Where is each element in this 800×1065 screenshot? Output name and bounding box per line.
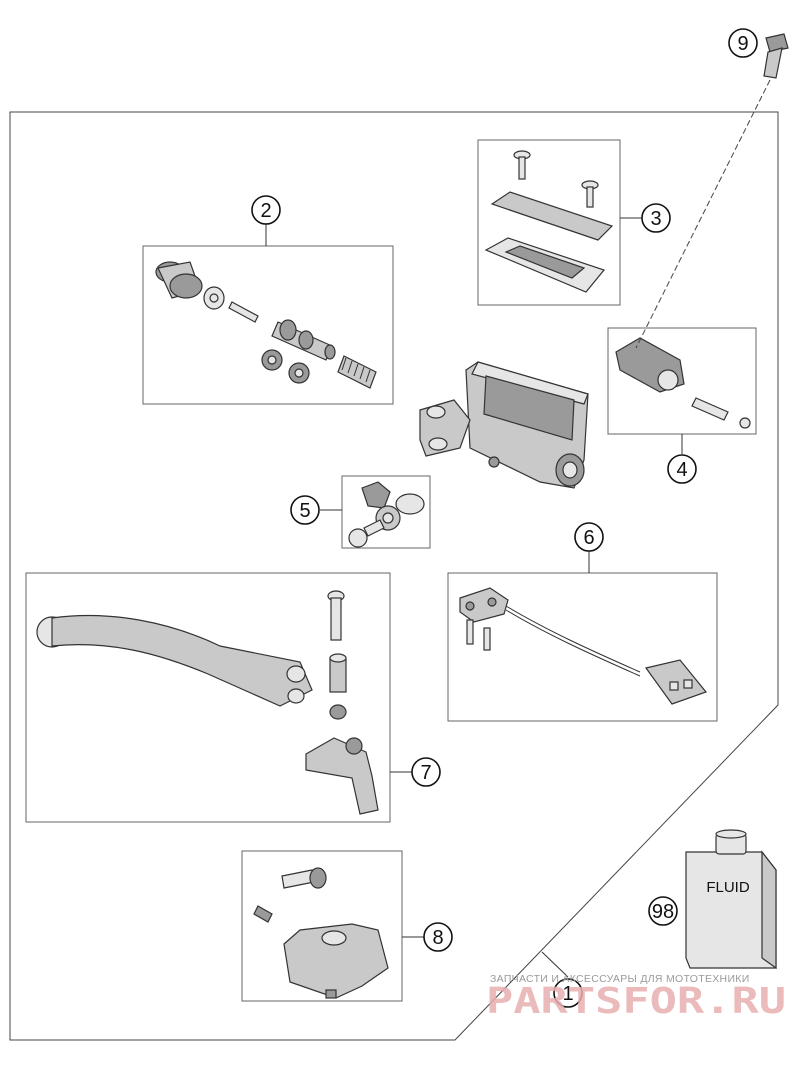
watermark-brand: PARTSFOR.RU — [486, 981, 786, 1022]
guard-body-part — [283, 923, 389, 999]
lever-nut-part — [329, 704, 347, 720]
cover-screw-part — [581, 180, 599, 208]
fluid-bottle-part — [685, 829, 777, 970]
svg-text:3: 3 — [650, 208, 661, 230]
assembly-frame — [9, 111, 779, 1041]
svg-text:5: 5 — [299, 500, 310, 522]
svg-text:9: 9 — [737, 33, 748, 55]
spring-part — [337, 355, 377, 389]
watermark: ЗАПЧАСТИ И АКСЕССУАРЫ ДЛЯ МОТОТЕХНИКИ PA… — [486, 973, 786, 1022]
adjuster-spring-part — [395, 493, 425, 515]
callout-7: 7 — [411, 757, 441, 787]
group-piston-kit: 2 — [142, 195, 394, 405]
switch-screw-part — [466, 619, 491, 651]
group-bolt: 9 — [635, 28, 789, 349]
box-adjuster — [341, 475, 431, 549]
push-rod-part — [228, 301, 259, 323]
lever-bushing-part — [329, 657, 347, 693]
guard-pin-part — [281, 867, 327, 889]
svg-text:4: 4 — [676, 459, 687, 481]
group-brake-lever: 7 — [25, 572, 441, 823]
lever-adjuster-part — [305, 737, 379, 815]
svg-text:1: 1 — [562, 983, 573, 1005]
callout-98: 98 — [648, 896, 678, 926]
pivot-pin-part — [691, 397, 729, 421]
cover-screw-part — [513, 150, 531, 180]
piston-part — [271, 319, 336, 361]
group-reservoir-cover: 3 — [477, 139, 671, 306]
svg-text:98: 98 — [652, 901, 674, 923]
group-assembly: 1 — [541, 951, 583, 1008]
adjuster-screw-part — [348, 519, 385, 548]
group-brake-fluid: FLUID 98 — [648, 829, 777, 970]
callout-3: 3 — [641, 203, 671, 233]
lever-bolt-part — [327, 590, 345, 641]
group-brake-switch: 6 — [447, 522, 718, 722]
pivot-clip-part — [739, 417, 751, 429]
fluid-label: FLUID — [706, 879, 750, 896]
reservoir-lid-part — [490, 191, 614, 241]
box-piston-kit — [142, 245, 394, 405]
callout-1: 1 — [553, 978, 583, 1008]
box-brake-switch — [447, 572, 718, 722]
box-lever-guard — [241, 850, 403, 1002]
callout-5: 5 — [290, 495, 320, 525]
master-cylinder-body-part — [419, 361, 589, 489]
lever-blade-part — [36, 614, 313, 707]
dust-boot-part — [155, 261, 203, 299]
svg-text:8: 8 — [432, 927, 443, 949]
switch-body-part — [459, 587, 509, 623]
adjuster-bracket-part — [361, 481, 391, 509]
watermark-caption: ЗАПЧАСТИ И АКСЕССУАРЫ ДЛЯ МОТОТЕХНИКИ — [490, 973, 750, 985]
callout-9: 9 — [728, 28, 758, 58]
switch-cable-part — [505, 605, 641, 673]
group-adjuster: 5 — [290, 475, 431, 549]
box-reservoir-cover — [477, 139, 621, 306]
box-brake-lever — [25, 572, 391, 823]
group-lever-guard: 8 — [241, 850, 453, 1002]
callout-2: 2 — [251, 195, 281, 225]
callout-4: 4 — [667, 454, 697, 484]
svg-text:2: 2 — [260, 200, 271, 222]
guard-spring-part — [253, 905, 273, 923]
svg-text:6: 6 — [583, 527, 594, 549]
svg-text:7: 7 — [420, 762, 431, 784]
group-pivot: 4 — [607, 327, 757, 484]
bolt-part — [763, 33, 789, 79]
callout-6: 6 — [574, 522, 604, 552]
callout-8: 8 — [423, 922, 453, 952]
